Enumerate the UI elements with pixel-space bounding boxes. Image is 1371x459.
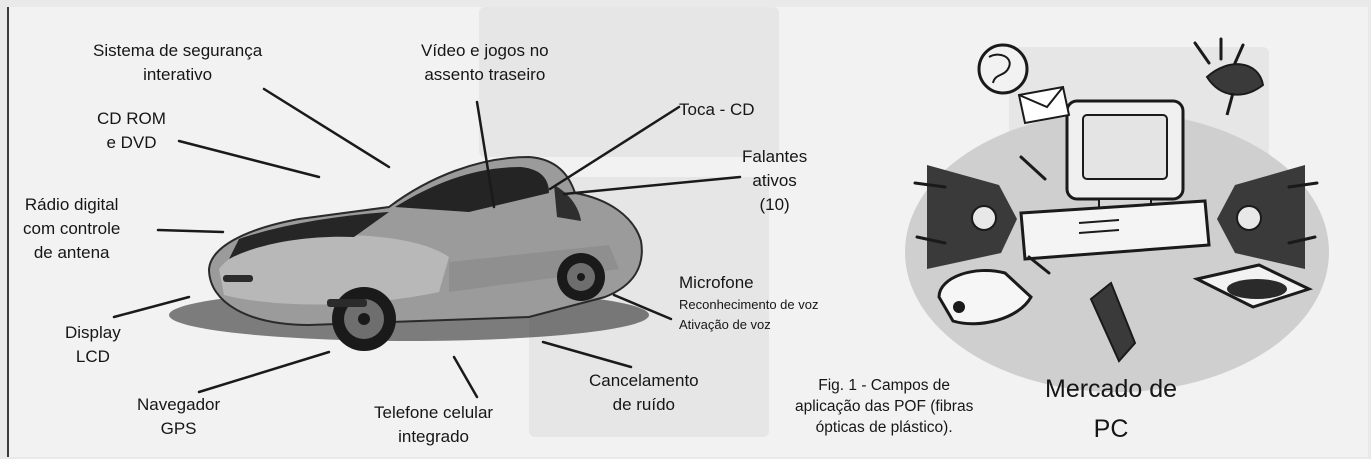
label-falantes-line1: Falantes [742,147,808,166]
label-security-line1: Sistema de segurança [93,41,263,60]
leader-navegador [197,350,331,394]
background-bleed [479,7,779,157]
label-telefone-line1: Telefone celular [374,403,494,422]
label-radio-line2: com controle [23,219,121,238]
leader-video [475,100,496,209]
leader-security [262,87,391,169]
label-radio: Rádio digital com controle de antena [23,193,120,265]
label-cdrom-line1: CD ROM [97,109,166,128]
globe [977,43,1029,95]
leader-display [112,295,191,319]
leader-falantes [562,175,742,196]
label-reconhecimento: Reconhecimento de voz [679,297,819,312]
leader-cdrom [177,139,321,179]
leader-lines [112,87,742,399]
leader-microfone [612,293,673,321]
label-ativacao: Ativação de voz [679,317,771,332]
diagram-graphics [112,37,1329,399]
figure-caption-line2: aplicação das POF (fibras [795,398,974,415]
satellite-dish [1205,63,1265,96]
label-security: Sistema de segurança interativo [93,39,262,87]
label-telefone-line2: integrado [398,427,469,446]
label-tocacd: Toca - CD [679,98,755,122]
mobile-phone [1089,281,1137,363]
label-cdrom: CD ROM e DVD [97,107,166,155]
label-falantes-line3: (10) [759,195,790,214]
figure-caption: Fig. 1 - Campos de aplicação das POF (fi… [795,375,973,438]
leader-telefone [452,355,479,399]
label-video-line2: assento traseiro [424,65,546,84]
label-radio-line1: Rádio digital [24,195,119,214]
label-security-line2: interativo [143,65,213,84]
label-cdrom-line2: e DVD [106,133,157,152]
label-microfone-line1: Microfone [679,273,754,292]
leader-tocacd [548,105,681,191]
figure-frame: Sistema de segurança interativo Vídeo e … [7,7,1368,457]
label-falantes: Falantes ativos (10) [742,145,807,217]
label-display-line2: LCD [75,347,110,366]
label-radio-line3: de antena [33,243,110,262]
leader-radio [156,228,225,234]
label-video-line1: Vídeo e jogos no [421,41,549,60]
label-navegador-line1: Navegador [137,395,221,414]
label-microfone: Microfone [679,271,754,295]
label-navegador: Navegador GPS [137,393,220,441]
label-display-line1: Display [65,323,121,342]
figure-caption-line1: Fig. 1 - Campos de [818,377,951,394]
pc-market-illustration [905,37,1329,392]
label-cancelamento-line1: Cancelamento [589,371,699,390]
pc-market-title-line2: PC [1093,415,1129,443]
sound-rays [913,37,1319,275]
leader-cancelamento [541,340,633,369]
label-tocacd-line1: Toca - CD [679,100,755,119]
pc-market-title: Mercado de PC [1045,369,1177,449]
label-microfone-details: Reconhecimento de voz Ativação de voz [679,295,818,335]
label-cancelamento-line2: de ruído [612,395,675,414]
label-video: Vídeo e jogos no assento traseiro [421,39,549,87]
label-telefone: Telefone celular integrado [374,401,493,449]
pc-market-title-line1: Mercado de [1045,375,1178,403]
label-cancelamento: Cancelamento de ruído [589,369,699,417]
figure-caption-line3: ópticas de plástico). [815,419,953,436]
label-navegador-line2: GPS [160,419,197,438]
label-display: Display LCD [65,321,121,369]
label-falantes-line2: ativos [752,171,797,190]
